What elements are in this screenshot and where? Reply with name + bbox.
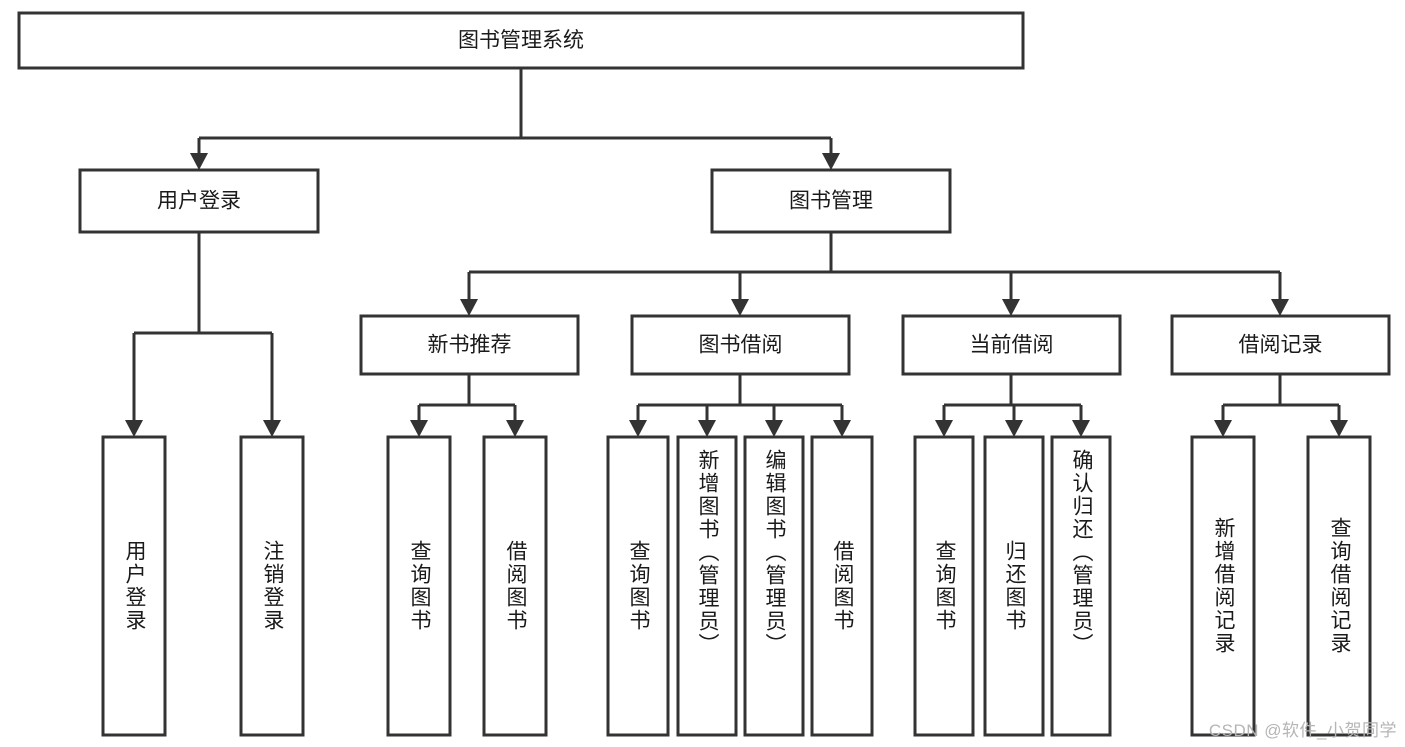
arrow-head-icon <box>698 420 716 437</box>
arrow-head-icon <box>506 420 524 437</box>
leaf-借阅图书-box[interactable] <box>482 435 548 737</box>
leaf-归还图书-box[interactable] <box>983 435 1045 737</box>
level1-图书管理-label: 图书管理 <box>789 190 873 213</box>
arrow-head-icon <box>263 420 281 437</box>
leaf-新增图书管理员-box[interactable] <box>676 435 738 737</box>
arrow-head-icon <box>1005 420 1023 437</box>
leaf-用户登录-box[interactable] <box>101 435 167 737</box>
root-图书管理系统-label: 图书管理系统 <box>458 29 584 52</box>
level2-新书推荐-box[interactable] <box>359 314 580 376</box>
leaf-注销登录-box[interactable] <box>239 435 305 737</box>
connector-new-book-to-leaves <box>410 374 524 437</box>
connector-records-to-leaves <box>1214 374 1348 437</box>
leaf-借阅图书-box[interactable] <box>810 435 874 737</box>
level2-新书推荐-label: 新书推荐 <box>428 334 512 357</box>
level2-借阅记录-box[interactable] <box>1170 314 1391 376</box>
arrow-head-icon <box>410 420 428 437</box>
leaf-编辑图书管理员-box[interactable] <box>743 435 805 737</box>
arrow-head-icon <box>125 420 143 437</box>
connectors-layer <box>125 68 1348 437</box>
arrow-head-icon <box>190 153 208 170</box>
leaf-确认归还管理员-box[interactable] <box>1050 435 1112 737</box>
level1-用户登录-box[interactable] <box>78 168 320 234</box>
connector-book-mgmt-to-level2 <box>460 232 1289 316</box>
arrow-head-icon <box>935 420 953 437</box>
arrow-head-icon <box>731 299 749 316</box>
level2-当前借阅-box[interactable] <box>901 314 1122 376</box>
arrow-head-icon <box>1271 299 1289 316</box>
level1-图书管理-box[interactable] <box>710 168 952 234</box>
arrow-head-icon <box>833 420 851 437</box>
leaf-查询图书-box[interactable] <box>606 435 670 737</box>
arrow-head-icon <box>765 420 783 437</box>
leaf-新增借阅记录-box[interactable] <box>1190 435 1256 737</box>
leaf-查询借阅记录-box[interactable] <box>1306 435 1372 737</box>
connector-root-to-level1 <box>190 68 840 170</box>
root-图书管理系统-box[interactable] <box>17 11 1025 70</box>
leaf-查询图书-box[interactable] <box>913 435 975 737</box>
watermark-text: CSDN @软件_小贺同学 <box>1208 721 1397 740</box>
arrow-head-icon <box>1072 420 1090 437</box>
arrow-head-icon <box>460 299 478 316</box>
arrow-head-icon <box>1214 420 1232 437</box>
arrow-head-icon <box>629 420 647 437</box>
arrow-head-icon <box>822 153 840 170</box>
connector-current-to-leaves <box>935 374 1090 437</box>
level1-用户登录-label: 用户登录 <box>157 190 241 213</box>
connector-user-login-to-leaves <box>125 232 281 437</box>
level2-借阅记录-label: 借阅记录 <box>1239 334 1323 357</box>
arrow-head-icon <box>1330 420 1348 437</box>
arrow-head-icon <box>1002 299 1020 316</box>
leaf-查询图书-box[interactable] <box>386 435 452 737</box>
level2-当前借阅-label: 当前借阅 <box>970 334 1054 357</box>
level2-图书借阅-label: 图书借阅 <box>699 334 783 357</box>
connector-borrow-to-leaves <box>629 374 851 437</box>
level2-图书借阅-box[interactable] <box>630 314 851 376</box>
boxes-layer <box>17 11 1391 737</box>
